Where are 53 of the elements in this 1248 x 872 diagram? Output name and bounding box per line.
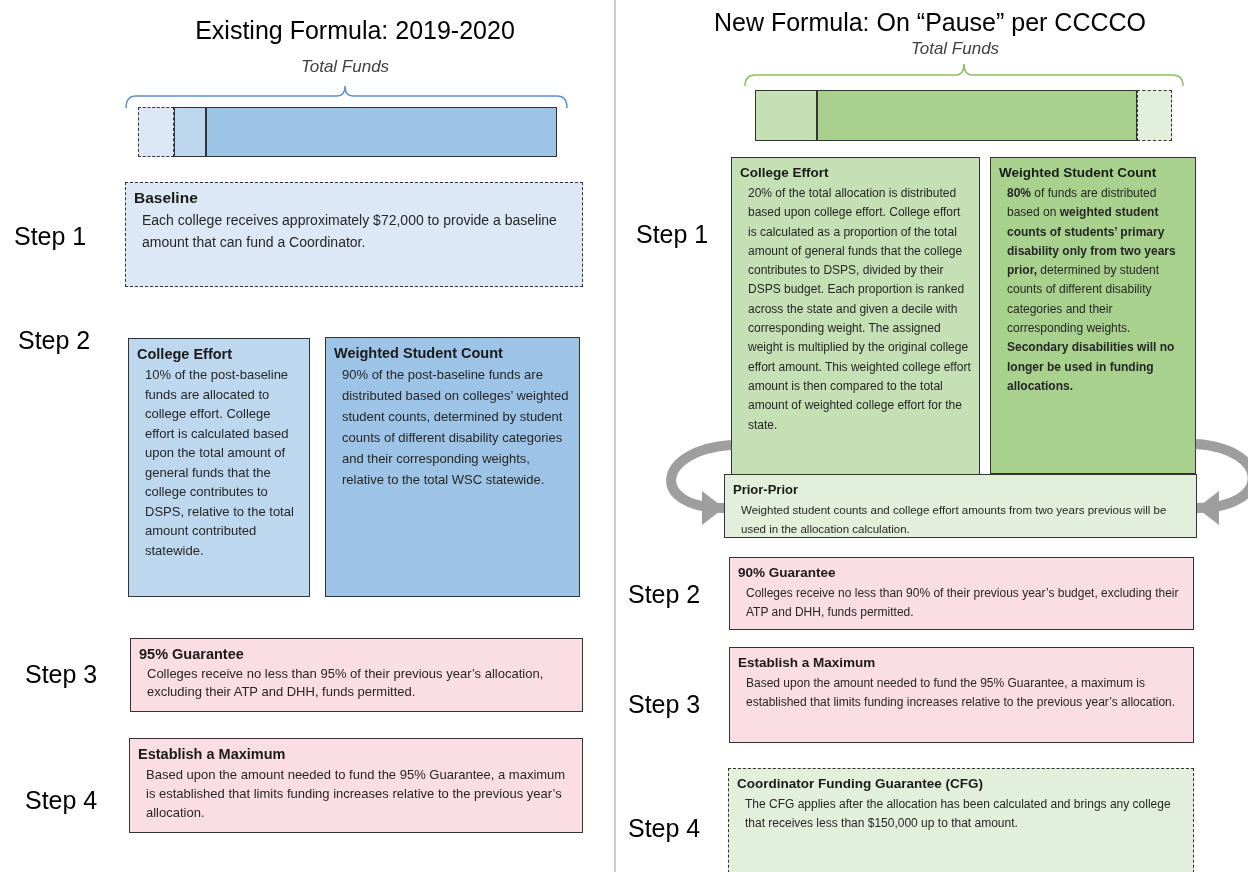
step-heading: Establish a Maximum xyxy=(138,745,287,764)
column-title: Existing Formula: 2019-2020 xyxy=(194,15,516,46)
step-description: Colleges receive no less than 90% of their previous year’s budget, excluding their ATP and DHH, funds permitted. xyxy=(745,585,1180,621)
step-box xyxy=(728,768,1194,872)
step-box xyxy=(125,182,583,287)
step-box xyxy=(130,638,583,712)
bar-segment xyxy=(206,107,557,157)
step-box xyxy=(731,157,980,475)
step-box xyxy=(990,157,1196,474)
bar-segment xyxy=(1137,90,1172,141)
step-label: Step 4 xyxy=(25,785,99,816)
step-heading: Prior-Prior xyxy=(733,481,799,499)
step-description: Colleges receive no less than 95% of their previous year’s allocation, excluding their ATP and DHH, funds permitted. xyxy=(146,665,545,701)
step-heading: College Effort xyxy=(740,164,830,182)
step-label: Step 3 xyxy=(25,659,99,690)
step-heading: Establish a Maximum xyxy=(738,654,877,672)
bar-segment xyxy=(755,90,817,141)
step-description: 10% of the post-baseline funds are allocated to college effort. College effort is calculated based upon the total amount of general funds that the college contributes to DSPS, relative to the total amount contributed statewide. xyxy=(144,366,295,560)
step-description: Weighted student counts and college effort amounts from two years previous will be used in the allocation calculation. xyxy=(740,503,1168,537)
step-label: Step 3 xyxy=(628,689,702,720)
bar-segment xyxy=(174,107,206,157)
step-description: Based upon the amount needed to fund the 95% Guarantee, a maximum is established that limits funding increases relative to the previous year’s allocation. xyxy=(745,675,1177,711)
curved-arrow xyxy=(1195,439,1248,524)
column-title: New Formula: On “Pause” per CCCCO xyxy=(712,7,1148,38)
step-box xyxy=(724,474,1197,538)
step-heading: Baseline xyxy=(134,188,199,208)
step-label: Step 1 xyxy=(14,221,88,252)
step-box xyxy=(325,337,580,597)
step-box xyxy=(129,738,583,833)
bar-segment xyxy=(817,90,1137,141)
step-description: The CFG applies after the allocation has been calculated and brings any college that receives less than $150,000 up to that amount. xyxy=(744,796,1172,832)
step-heading: Weighted Student Count xyxy=(999,164,1158,182)
step-heading: 90% Guarantee xyxy=(738,564,837,582)
step-description: 90% of the post-baseline funds are distributed based on colleges’ weighted student counts, determined by student counts of different disability categories and their corresponding weights, relative to the total WSC statewide. xyxy=(341,366,570,489)
total-label: Total Funds xyxy=(299,56,391,78)
step-label: Step 4 xyxy=(628,813,702,844)
bar-segment xyxy=(138,107,174,157)
step-heading: College Effort xyxy=(137,345,234,364)
step-box xyxy=(729,557,1194,630)
step-box xyxy=(128,338,310,597)
step-description: Each college receives approximately $72,000 to provide a baseline amount that can fund a Coordinator. xyxy=(141,211,558,252)
step-label: Step 2 xyxy=(628,579,702,610)
total-label: Total Funds xyxy=(909,38,1001,60)
step-heading: Weighted Student Count xyxy=(334,344,504,363)
step-heading: 95% Guarantee xyxy=(139,645,245,664)
step-label: Step 1 xyxy=(636,219,710,250)
step-box xyxy=(729,647,1194,743)
step-description: 20% of the total allocation is distributed based upon college effort. College effort is calculated as a proportion of the total amount of general funds that the college contributes to DSPS, divided by their DSPS budget. Each proportion is ranked across the state and given a decile with corresponding weight. The assigned weight is multiplied by the original college effort amount. This weighted college effort amount is then compared to the total amount of weighted college effort for the state. xyxy=(747,185,971,434)
step-description: Based upon the amount needed to fund the 95% Guarantee, a maximum is established that limits funding increases relative to the previous year’s allocation. xyxy=(145,766,567,822)
curved-arrow xyxy=(666,440,732,524)
step-description: 80% of funds are distributed based on weighted student counts of students’ primary disability only from two years prior, determined by student counts of different disability categories and their corresponding weights. Secondary disabilities will no longer be used in funding allocations. xyxy=(1006,185,1177,395)
step-label: Step 2 xyxy=(18,325,92,356)
step-heading: Coordinator Funding Guarantee (CFG) xyxy=(737,775,984,793)
